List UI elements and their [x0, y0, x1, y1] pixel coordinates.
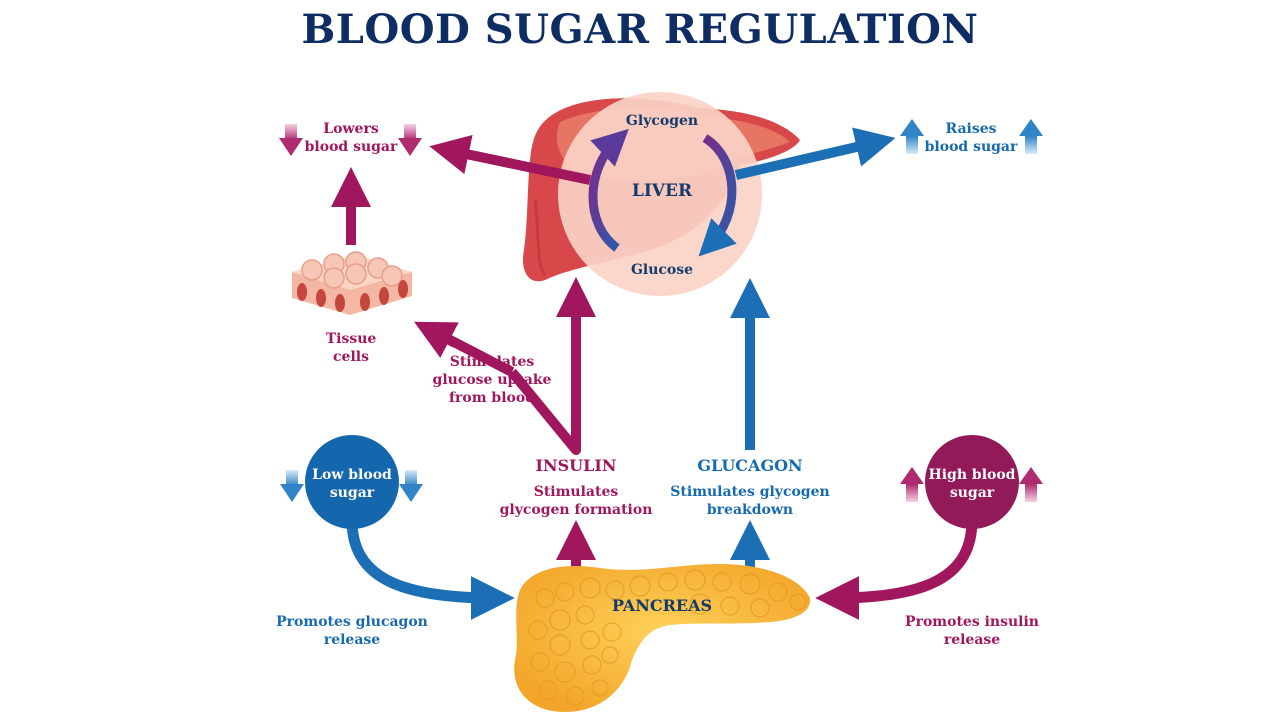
glucagon-label: GLUCAGON — [697, 456, 803, 475]
lowers-blood-sugar-label: Lowers blood sugar — [304, 121, 398, 155]
low-down-arrow-icon — [280, 470, 423, 502]
insulin-liver-arrow — [508, 277, 596, 455]
high-blood-sugar-circle — [925, 435, 1019, 529]
insulin-description: Stimulates glycogen formation — [499, 484, 653, 518]
glycogen-label: Glycogen — [625, 113, 699, 129]
tissue-cells-illustration — [292, 251, 412, 315]
page-title: BLOOD SUGAR REGULATION — [301, 6, 979, 53]
uptake-arrow — [414, 321, 459, 358]
lowers-down-arrow-icon — [279, 124, 422, 156]
pancreas-label: PANCREAS — [611, 596, 713, 615]
promotes-glucagon-label: Promotes glucagon release — [276, 614, 428, 648]
glycogen-to-glucose-arrow — [698, 134, 737, 257]
raises-blood-sugar-label: Raises blood sugar — [924, 121, 1018, 155]
liver-lowers-arrow — [429, 134, 592, 185]
tissue-cells-label: Tissue cells — [325, 331, 377, 365]
high-up-arrow-icon — [900, 467, 1043, 502]
liver-label: LIVER — [631, 181, 693, 201]
high-to-pancreas-arrow — [815, 519, 978, 620]
promotes-insulin-label: Promotes insulin release — [905, 614, 1039, 648]
insulin-label: INSULIN — [535, 456, 617, 475]
raises-up-arrow-icon — [900, 119, 1043, 154]
low-blood-sugar-label: Low blood sugar — [312, 467, 392, 501]
liver-raises-arrow — [734, 127, 896, 180]
glucagon-description: Stimulates glycogen breakdown — [670, 484, 830, 518]
glucose-to-glycogen-arrow — [588, 128, 629, 252]
high-blood-sugar-label: High blood sugar — [928, 467, 1016, 501]
glucose-label: Glucose — [630, 262, 694, 278]
pancreas-illustration — [514, 563, 811, 712]
low-blood-sugar-circle — [305, 435, 399, 529]
glucose-uptake-label: Stimulates glucose uptake from blood — [432, 354, 552, 406]
low-to-pancreas-arrow — [346, 519, 515, 620]
